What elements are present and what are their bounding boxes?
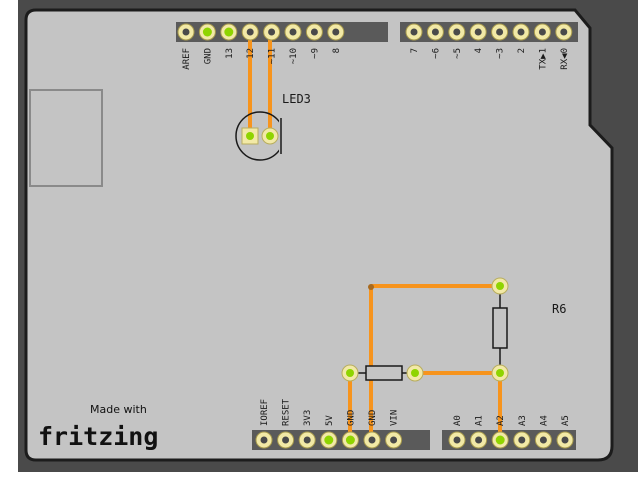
top-pin-4-11-pad-hole	[474, 28, 482, 36]
resistor-pad-top-core	[496, 282, 504, 290]
top-pin-12-3-label: 12	[246, 48, 256, 59]
bottom-pin-ioref-0-pad-hole	[260, 436, 268, 444]
top-pin-10-5-label: ~10	[289, 48, 299, 64]
top-pin-tx-1-14-label: TX▶1	[538, 48, 548, 70]
bottom-pin-3v3-2-label: 3V3	[303, 410, 313, 426]
resistor-label: R6	[552, 302, 566, 316]
bottom-pin-a5-12-label: A5	[561, 415, 571, 426]
top-pin-13-2-label: 13	[225, 48, 235, 59]
top-pin-11-4-label: ~11	[268, 48, 278, 64]
trace-via	[368, 284, 374, 290]
led-pad-square-core	[246, 132, 254, 140]
top-pin-rx-0-15-pad-hole	[560, 28, 568, 36]
bottom-pin-5v-3-label: 5V	[325, 415, 335, 426]
bottom-pin-a4-11-pad-hole	[539, 436, 547, 444]
top-pin-aref-0-pad-hole	[182, 28, 190, 36]
top-pin-9-6-pad-hole	[310, 28, 318, 36]
top-header-labels: AREF GND 13 12 ~11 ~10 ~9 8 7 ~6 ~5 4 ~3 2 TX▶1 RX◀0	[182, 48, 570, 70]
bottom-pin-a0-7-label: A0	[453, 415, 463, 426]
bottom-pin-a5-12-pad-hole	[561, 436, 569, 444]
top-pin-aref-0-label: AREF	[182, 48, 192, 70]
top-pin-7-8-pad-hole	[410, 28, 418, 36]
top-pin-12-3-pad-hole	[246, 28, 254, 36]
bottom-pin-a3-10-pad-hole	[518, 436, 526, 444]
bottom-pin-vin-6-label: VIN	[390, 410, 400, 426]
trace-group	[248, 32, 502, 440]
bottom-header-strip-left	[252, 430, 430, 450]
bottom-header-labels: IOREF RESET 3V3 5V GND GND VIN A0 A1 A2 A3 A4 A5	[260, 398, 571, 426]
top-pin-3-12-label: ~3	[496, 48, 506, 59]
usb-connector-outline	[29, 89, 103, 187]
top-pin-gnd-1-label: GND	[203, 48, 213, 64]
resistor-h-pad-right-core	[411, 369, 419, 377]
bottom-pin-a1-8-label: A1	[475, 415, 485, 426]
top-pin-gnd-1-pad-hole	[202, 27, 212, 37]
top-pin-6-9-pad-hole	[431, 28, 439, 36]
bottom-pin-ioref-0-label: IOREF	[260, 399, 270, 426]
led-component	[235, 110, 285, 162]
bottom-pin-a0-7-pad-hole	[453, 436, 461, 444]
led-label: LED3	[282, 92, 311, 106]
top-pin-6-9-label: ~6	[431, 48, 441, 59]
top-pin-3-12-pad-hole	[496, 28, 504, 36]
bottom-pin-a1-8-pad-hole	[475, 436, 483, 444]
bottom-pin-gnd-5-pad-hole	[368, 436, 376, 444]
bottom-pin-5v-3-pad-hole	[324, 435, 334, 445]
led-flat-side	[279, 110, 285, 162]
bottom-pin-gnd-4-pad-hole	[345, 435, 355, 445]
top-pin-7-8-label: 7	[410, 48, 420, 53]
brand-fritzing: fritzing	[38, 422, 158, 451]
bottom-pin-a2-9-pad-hole	[495, 435, 505, 445]
top-pin-5-10-pad-hole	[453, 28, 461, 36]
top-pin-rx-0-15-label: RX◀0	[560, 48, 570, 70]
bottom-pin-reset-1-label: RESET	[282, 398, 292, 426]
top-pin-8-7-pad-hole	[332, 28, 340, 36]
bottom-header-pins	[255, 431, 574, 449]
top-pin-13-2-pad-hole	[224, 27, 234, 37]
board-outline	[24, 8, 614, 462]
top-pin-2-13-pad-hole	[517, 28, 525, 36]
brand-made-with: Made with	[90, 403, 147, 416]
top-pin-tx-1-14-pad-hole	[538, 28, 546, 36]
top-pin-11-4-pad-hole	[268, 28, 276, 36]
top-pin-9-6-label: ~9	[310, 48, 320, 59]
bottom-pin-reset-1-pad-hole	[282, 436, 290, 444]
resistor-h-pad-left-core	[346, 369, 354, 377]
top-pin-2-13-label: 2	[517, 48, 527, 53]
top-pin-5-10-label: ~5	[453, 48, 463, 59]
bottom-pin-a2-9-label: A2	[496, 415, 506, 426]
bottom-pin-gnd-5-label: GND	[368, 410, 378, 426]
bottom-pin-vin-6-pad-hole	[390, 436, 398, 444]
bottom-pin-a3-10-label: A3	[518, 415, 528, 426]
top-header-strip-right	[400, 22, 578, 42]
top-header-pins	[177, 23, 573, 41]
resistor-pad-bottom-core	[496, 369, 504, 377]
led-pad-round-core	[266, 132, 274, 140]
top-pin-4-11-label: 4	[474, 48, 484, 53]
resistor-pads	[341, 277, 509, 382]
bottom-pin-gnd-4-label: GND	[346, 410, 356, 426]
top-pin-10-5-pad-hole	[289, 28, 297, 36]
resistor-h-body	[365, 365, 403, 381]
bottom-pin-3v3-2-pad-hole	[303, 436, 311, 444]
bottom-pin-a4-11-label: A4	[539, 415, 549, 426]
top-pin-8-7-label: 8	[332, 48, 342, 53]
